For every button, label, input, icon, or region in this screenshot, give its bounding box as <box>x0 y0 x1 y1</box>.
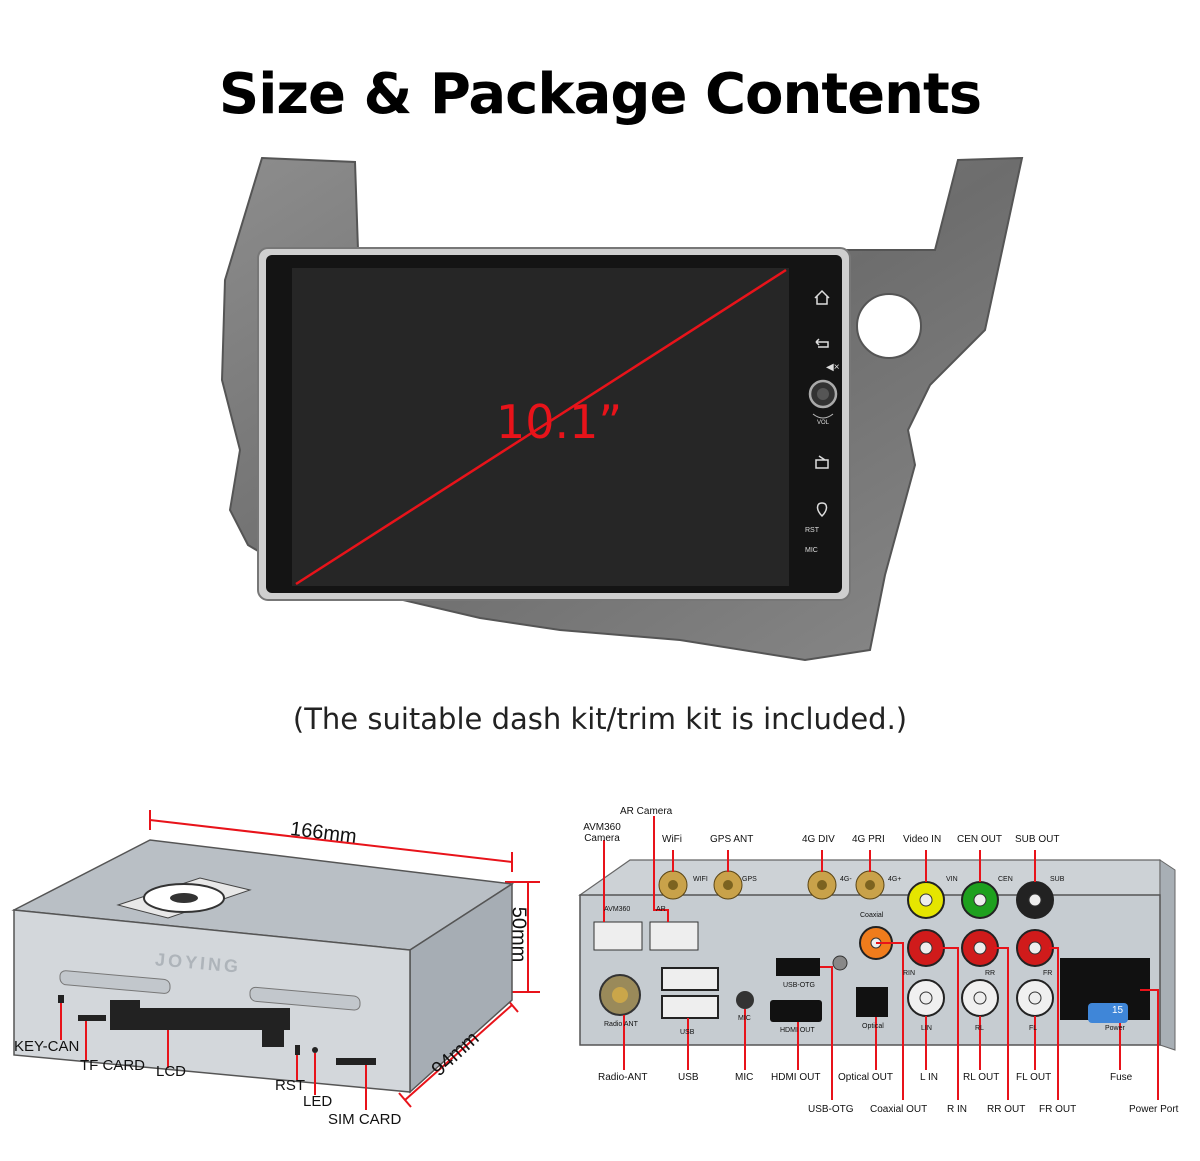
mic-port-label: MIC <box>735 1072 754 1083</box>
fuse-label: Fuse <box>1110 1072 1133 1083</box>
home-icon <box>814 289 830 305</box>
panel-4g-minus: 4G- <box>840 876 852 883</box>
panel-hdmi: HDMI OUT <box>780 1027 815 1034</box>
fl-out-label: FL OUT <box>1016 1072 1052 1083</box>
panel-gps: GPS <box>742 876 757 883</box>
usb-otg-label: USB-OTG <box>808 1104 854 1115</box>
fuse-value: 15 <box>1112 1005 1124 1016</box>
screen-size-label: 10.1” <box>496 395 623 449</box>
sim-card-label: SIM CARD <box>328 1111 402 1128</box>
page-title: Size & Package Contents <box>218 62 982 127</box>
avm360-camera-label: AVM360 Camera <box>583 822 621 844</box>
back-icon <box>815 338 829 348</box>
panel-optical: Optical <box>862 1023 884 1030</box>
panel-power: Power <box>1105 1025 1125 1032</box>
usb-label: USB <box>678 1072 699 1083</box>
led-label: LED <box>303 1093 333 1110</box>
usb-otg-port <box>776 958 820 976</box>
radio-ant-label: Radio-ANT <box>598 1072 648 1083</box>
vol-label: VOL <box>817 420 830 426</box>
panel-fl: FL <box>1029 1025 1038 1032</box>
head-unit-illustration: ◀× <box>220 156 1024 662</box>
dash-kit-caption: (The suitable dash kit/trim kit is inclu… <box>292 702 908 736</box>
mute-icon: ◀× <box>826 362 840 373</box>
key-can-label: KEY-CAN <box>14 1038 80 1055</box>
rst-button <box>295 1045 300 1055</box>
lcd-connector <box>110 1008 290 1030</box>
optical-out-label: Optical OUT <box>838 1072 894 1083</box>
power-port-label: Power Port <box>1129 1104 1179 1115</box>
usb-port-2 <box>661 995 719 1019</box>
panel-4g-plus: 4G+ <box>888 876 902 883</box>
height-dimension: 50mm <box>507 906 530 963</box>
tf-card-label: TF CARD <box>80 1057 145 1074</box>
panel-coaxial: Coaxial <box>860 912 884 919</box>
panel-rin: RIN <box>903 970 916 977</box>
rst-port-label: RST <box>275 1077 305 1094</box>
panel-cen: CEN <box>998 876 1013 883</box>
gps-ant-label: GPS ANT <box>710 834 754 845</box>
ar-camera-label: AR Camera <box>620 806 673 817</box>
panel-avm360: AVM360 <box>604 906 631 913</box>
r-in-label: R IN <box>947 1104 967 1115</box>
unit-front <box>13 909 411 1093</box>
usb-port-1 <box>661 967 719 991</box>
sim-card-slot <box>336 1058 376 1065</box>
mic-label: MIC <box>805 547 818 554</box>
unit-dimension-drawing <box>11 810 540 1110</box>
lcd-label: LCD <box>156 1063 187 1080</box>
coaxial-out-label: Coaxial OUT <box>870 1104 928 1115</box>
radio-icon <box>815 455 829 469</box>
cen-out-label: CEN OUT <box>957 834 1002 845</box>
rl-out-label: RL OUT <box>963 1072 1000 1083</box>
hdmi-out-label: HDMI OUT <box>771 1072 821 1083</box>
ar-port <box>649 921 699 951</box>
panel-usb: USB <box>680 1029 695 1036</box>
rear-panel-drawing <box>578 816 1176 1100</box>
panel-ar: AR <box>656 906 666 913</box>
rear-side <box>1159 859 1176 1051</box>
tf-card-slot <box>78 1015 106 1021</box>
trim-round-hole <box>856 293 922 359</box>
panel-lin: LIN <box>921 1025 932 1032</box>
panel-usb-otg: USB-OTG <box>783 982 815 989</box>
rr-out-label: RR OUT <box>987 1104 1026 1115</box>
panel-radio-ant: Radio ANT <box>604 1021 638 1028</box>
panel-rr: RR <box>985 970 996 977</box>
fr-out-label: FR OUT <box>1039 1104 1077 1115</box>
key-can-port <box>58 995 64 1003</box>
4g-div-label: 4G DIV <box>802 834 835 845</box>
panel-sub: SUB <box>1050 876 1065 883</box>
diagonal-line <box>295 268 787 586</box>
panel-vin: VIN <box>946 876 958 883</box>
mic-jack <box>736 991 754 1009</box>
hdmi-port <box>770 1000 822 1022</box>
fuse <box>1088 1003 1128 1023</box>
avm360-port <box>593 921 643 951</box>
rst-label: RST <box>805 527 819 534</box>
sub-out-label: SUB OUT <box>1015 834 1060 845</box>
navigation-icon <box>816 502 828 518</box>
panel-rl: RL <box>975 1025 984 1032</box>
panel-mic: MIC <box>738 1015 751 1022</box>
wifi-label: WiFi <box>662 834 682 845</box>
led-indicator <box>312 1047 318 1053</box>
cooling-fan <box>116 877 252 919</box>
optical-port <box>856 987 888 1017</box>
l-in-label: L IN <box>920 1072 938 1083</box>
4g-pri-label: 4G PRI <box>852 834 885 845</box>
video-in-label: Video IN <box>903 834 942 845</box>
panel-wifi: WIFI <box>693 876 708 883</box>
panel-fr: FR <box>1043 970 1053 977</box>
